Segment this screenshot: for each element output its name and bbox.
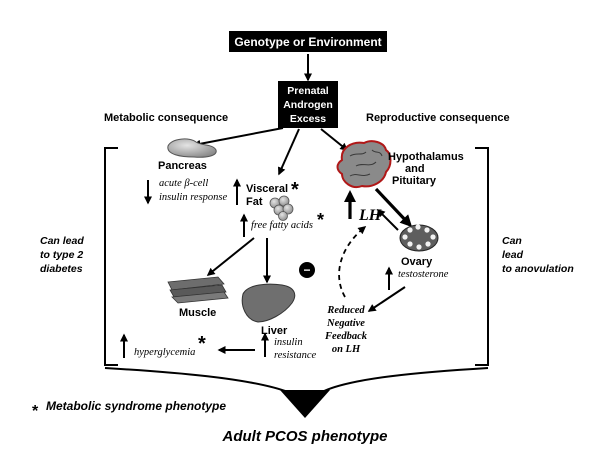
reproductive-header: Reproductive consequence: [366, 112, 510, 124]
merge-curve-right: [321, 367, 489, 393]
hypothalamus-line1: Hypothalamus: [388, 151, 464, 163]
visceral-line1: Visceral: [246, 183, 288, 195]
muscle-label: Muscle: [179, 307, 216, 319]
right-side-line3: to anovulation: [502, 263, 574, 275]
pancreas-icon: [167, 138, 217, 158]
ovary-note: testosterone: [398, 269, 449, 280]
hypothalamus-line2: and: [405, 163, 425, 175]
genotype-label: Genotype or Environment: [234, 35, 381, 49]
left-bracket: [104, 147, 118, 366]
lh-label: LH: [358, 207, 382, 224]
feedback-line1: Reduced: [326, 305, 365, 316]
arrow-ovary-to-brain: [376, 208, 399, 231]
muscle-icon: [167, 276, 229, 304]
pancreas-note-line2: insulin response: [159, 192, 227, 203]
left-side-line2: to type 2: [40, 249, 83, 261]
arrow-to-ovary: [374, 187, 413, 228]
outcome-label: Adult PCOS phenotype: [222, 428, 388, 445]
right-side-line2: lead: [502, 249, 524, 261]
arrow-to-pancreas: [192, 127, 284, 148]
arrow-to-visceral-fat: [277, 128, 300, 176]
ovary-icon: [399, 224, 439, 252]
androgen-line2: Androgen: [283, 99, 333, 111]
merge-arrowhead: [280, 390, 330, 418]
ffa-label: free fatty acids: [251, 220, 313, 231]
pancreas-label: Pancreas: [158, 160, 207, 172]
legend-label: Metabolic syndrome phenotype: [46, 399, 226, 413]
arrow-to-hypothalamus: [320, 128, 349, 151]
hyperglycemia-label: hyperglycemia: [134, 347, 195, 358]
androgen-line3: Excess: [290, 113, 326, 125]
visceral-line2: Fat: [246, 196, 263, 208]
left-side-line1: Can lead: [40, 235, 84, 247]
insulin-resistance-line2: resistance: [274, 350, 317, 361]
negative-sign-icon: [299, 262, 315, 278]
negative-sign-label: −: [303, 263, 310, 277]
ffa-asterisk: *: [317, 210, 324, 230]
left-side-line3: diabetes: [40, 263, 83, 275]
liver-icon: [241, 283, 296, 323]
arrow-to-feedback: [367, 286, 406, 312]
metabolic-header: Metabolic consequence: [104, 112, 228, 124]
visceral-asterisk: *: [291, 179, 299, 201]
feedback-line4: on LH: [332, 344, 361, 355]
pancreas-note-line1: acute β-cell: [159, 178, 208, 189]
hyperglycemia-asterisk: *: [198, 333, 206, 355]
merge-curve-left: [104, 367, 289, 393]
arrow-to-muscle: [206, 237, 255, 276]
feedback-dashed-arrow: [338, 226, 367, 298]
fat-cells-icon: [269, 195, 294, 221]
feedback-line2: Negative: [326, 318, 365, 329]
legend-star: *: [32, 403, 39, 420]
brain-icon: [336, 140, 392, 188]
insulin-resistance-line1: insulin: [274, 337, 303, 348]
hypothalamus-line3: Pituitary: [392, 175, 437, 187]
right-side-line1: Can: [502, 235, 522, 247]
right-bracket: [475, 147, 489, 366]
feedback-line3: Feedback: [324, 331, 368, 342]
androgen-box: [278, 81, 338, 128]
androgen-line1: Prenatal: [287, 85, 329, 97]
genotype-box: [229, 31, 387, 52]
ovary-label: Ovary: [401, 256, 433, 268]
